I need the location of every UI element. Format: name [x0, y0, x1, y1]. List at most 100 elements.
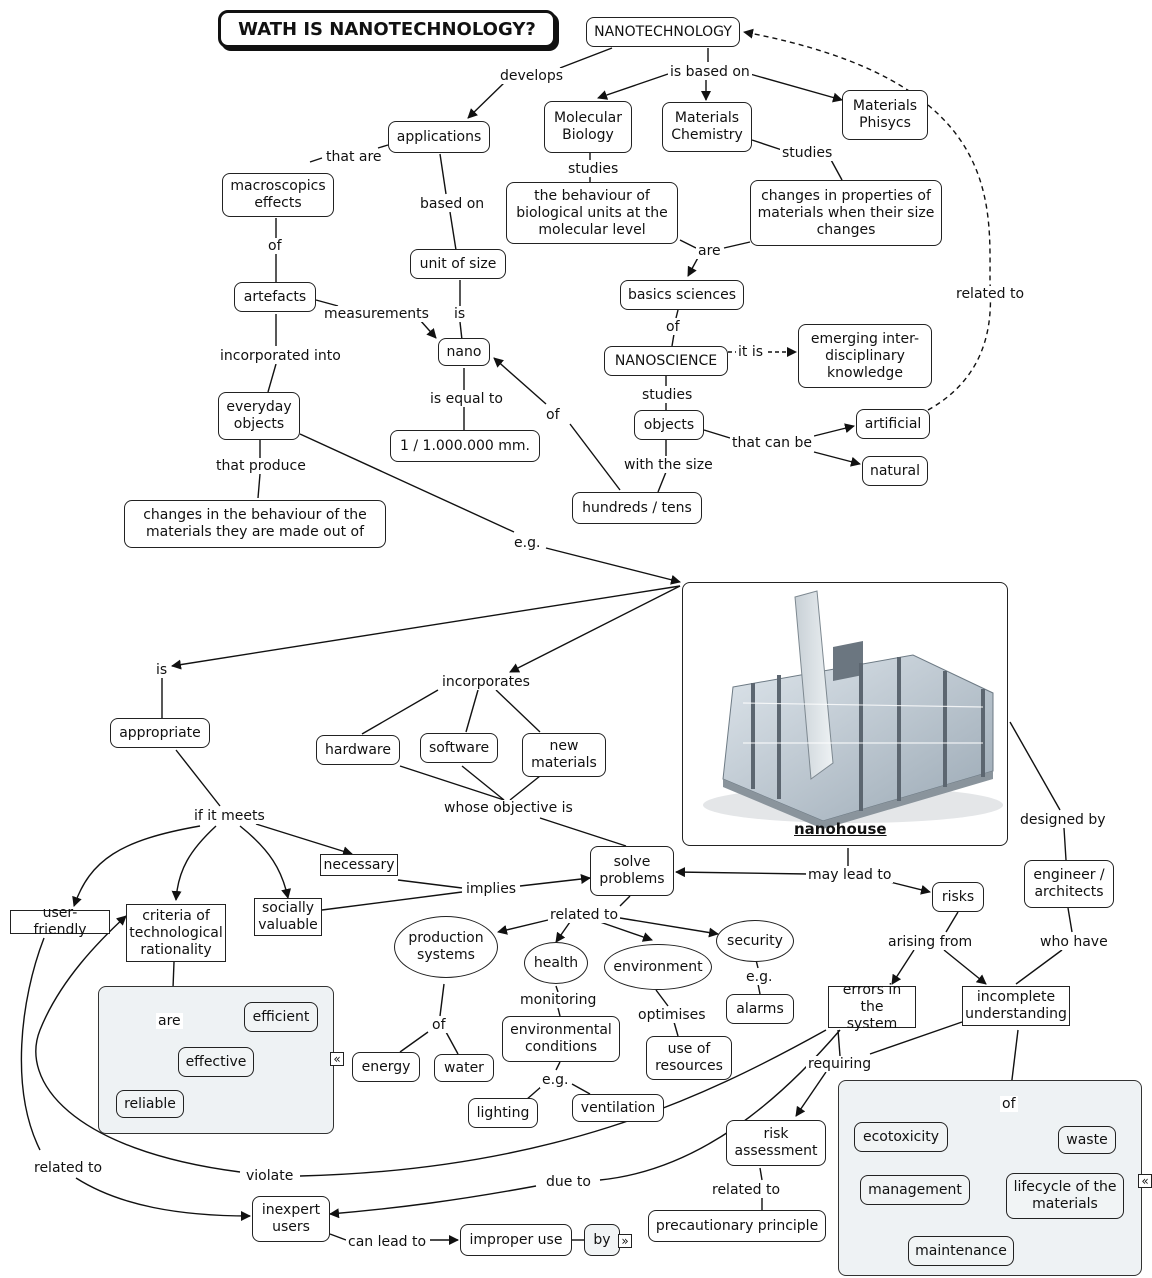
node-nanotechnology[interactable]: NANOTECHNOLOGY: [586, 17, 740, 47]
node-health[interactable]: health: [524, 942, 588, 984]
node-property-changes[interactable]: changes in properties of materials when …: [750, 180, 942, 246]
node-objects[interactable]: objects: [634, 410, 704, 440]
node-artificial[interactable]: artificial: [856, 409, 930, 439]
node-use-of-resources[interactable]: use of resources: [646, 1036, 732, 1080]
node-production-systems[interactable]: production systems: [394, 916, 498, 978]
node-software[interactable]: software: [420, 733, 498, 763]
link-studies-1: studies: [566, 161, 621, 177]
link-incorporates: incorporates: [440, 674, 532, 690]
link-related-to-2: related to: [548, 907, 621, 923]
link-that-are: that are: [324, 149, 384, 165]
link-eg-3: e.g.: [540, 1072, 571, 1088]
node-nanoscience[interactable]: NANOSCIENCE: [604, 346, 728, 376]
node-energy[interactable]: energy: [352, 1052, 420, 1082]
node-basic-sciences[interactable]: basics sciences: [620, 280, 744, 310]
node-macroscopic-effects[interactable]: macroscopics effects: [222, 173, 334, 217]
link-related-to-3: related to: [32, 1160, 105, 1176]
node-biological-behaviour[interactable]: the behaviour of biological units at the…: [506, 182, 678, 244]
node-errors-system[interactable]: errors in the system: [828, 982, 916, 1032]
node-waste[interactable]: waste: [1058, 1126, 1116, 1154]
node-necessary[interactable]: necessary: [320, 854, 398, 876]
link-are-2: are: [156, 1013, 183, 1029]
link-measurements: measurements: [322, 306, 431, 322]
node-effective[interactable]: effective: [178, 1047, 254, 1077]
node-improper-use[interactable]: improper use: [460, 1224, 572, 1256]
link-that-can-be: that can be: [730, 435, 814, 451]
node-water[interactable]: water: [434, 1054, 494, 1082]
node-engineer-architects[interactable]: engineer / architects: [1024, 860, 1114, 908]
node-artefacts[interactable]: artefacts: [234, 282, 316, 312]
node-nano[interactable]: nano: [438, 338, 490, 366]
node-security[interactable]: security: [716, 920, 794, 962]
node-risks[interactable]: risks: [932, 882, 984, 912]
node-alarms[interactable]: alarms: [726, 994, 794, 1024]
link-of-2: of: [664, 319, 682, 335]
link-is-equal-to: is equal to: [428, 391, 505, 407]
node-emerging-knowledge[interactable]: emerging inter-disciplinary knowledge: [798, 324, 932, 388]
collapse-criteria-button[interactable]: «: [330, 1052, 344, 1066]
collapse-understanding-button[interactable]: «: [1138, 1174, 1152, 1188]
link-may-lead-to: may lead to: [806, 867, 894, 883]
link-related-to-1: related to: [954, 286, 1027, 302]
link-is-2: is: [154, 662, 170, 678]
expand-by-button[interactable]: »: [618, 1234, 632, 1248]
node-maintenance[interactable]: maintenance: [908, 1236, 1014, 1266]
node-inexpert-users[interactable]: inexpert users: [252, 1196, 330, 1242]
node-precautionary-principle[interactable]: precautionary principle: [648, 1210, 826, 1242]
node-management[interactable]: management: [860, 1175, 970, 1205]
link-with-the-size: with the size: [622, 457, 715, 473]
node-new-materials[interactable]: new materials: [522, 733, 606, 777]
node-unit-of-size[interactable]: unit of size: [410, 249, 506, 279]
link-of-3: of: [544, 407, 562, 423]
link-is: is: [452, 306, 468, 322]
node-ventilation[interactable]: ventilation: [572, 1094, 664, 1122]
node-efficient[interactable]: efficient: [244, 1002, 318, 1032]
link-eg-2: e.g.: [744, 969, 775, 985]
node-behaviour-changes[interactable]: changes in the behaviour of the material…: [124, 500, 386, 548]
link-studies-3: studies: [640, 387, 695, 403]
link-based-on: based on: [418, 196, 487, 212]
node-appropriate[interactable]: appropriate: [110, 718, 210, 748]
node-materials-chemistry[interactable]: Materials Chemistry: [662, 102, 752, 152]
node-environment[interactable]: environment: [604, 944, 712, 990]
node-ecotoxicity[interactable]: ecotoxicity: [854, 1122, 948, 1152]
node-reliable[interactable]: reliable: [116, 1090, 184, 1118]
link-who-have: who have: [1038, 934, 1110, 950]
node-natural[interactable]: natural: [862, 456, 928, 486]
link-if-it-meets: if it meets: [192, 808, 267, 824]
node-one-millionth-mm[interactable]: 1 / 1.000.000 mm.: [390, 430, 540, 462]
node-socially-valuable[interactable]: socially valuable: [254, 898, 322, 936]
node-risk-assessment[interactable]: risk assessment: [726, 1120, 826, 1166]
node-nanohouse[interactable]: [682, 582, 1008, 846]
link-is-based-on: is based on: [668, 64, 752, 80]
link-it-is: it is: [736, 344, 766, 360]
node-applications[interactable]: applications: [388, 121, 490, 153]
link-studies-2: studies: [780, 145, 835, 161]
link-due-to: due to: [544, 1174, 593, 1190]
link-of-5: of: [1000, 1096, 1018, 1112]
nanohouse-illustration: [703, 590, 1003, 829]
node-by[interactable]: by: [584, 1224, 620, 1256]
link-of-4: of: [430, 1017, 448, 1033]
node-everyday-objects[interactable]: everyday objects: [218, 392, 300, 440]
node-materials-physics[interactable]: Materials Phisycs: [842, 90, 928, 140]
node-user-friendly[interactable]: user-friendly: [10, 905, 110, 938]
node-molecular-biology[interactable]: Molecular Biology: [544, 101, 632, 153]
node-criteria[interactable]: criteria of technological rationality: [126, 904, 226, 962]
node-lifecycle[interactable]: lifecycle of the materials: [1006, 1173, 1124, 1219]
node-hardware[interactable]: hardware: [316, 735, 400, 765]
node-incomplete-understanding[interactable]: incomplete understanding: [962, 986, 1070, 1026]
node-lighting[interactable]: lighting: [468, 1098, 538, 1128]
link-can-lead-to: can lead to: [346, 1234, 429, 1250]
page-title: WATH IS NANOTECHNOLOGY?: [218, 10, 556, 48]
node-environmental-conditions[interactable]: environmental conditions: [502, 1016, 620, 1062]
link-develops: develops: [498, 68, 566, 84]
link-incorporated-into: incorporated into: [218, 348, 343, 364]
node-solve-problems[interactable]: solve problems: [590, 846, 674, 896]
link-violate: violate: [244, 1168, 296, 1184]
node-hundreds-tens[interactable]: hundreds / tens: [572, 492, 702, 524]
link-eg-1: e.g.: [512, 535, 543, 551]
link-that-produce: that produce: [214, 458, 308, 474]
link-monitoring: monitoring: [518, 992, 599, 1008]
